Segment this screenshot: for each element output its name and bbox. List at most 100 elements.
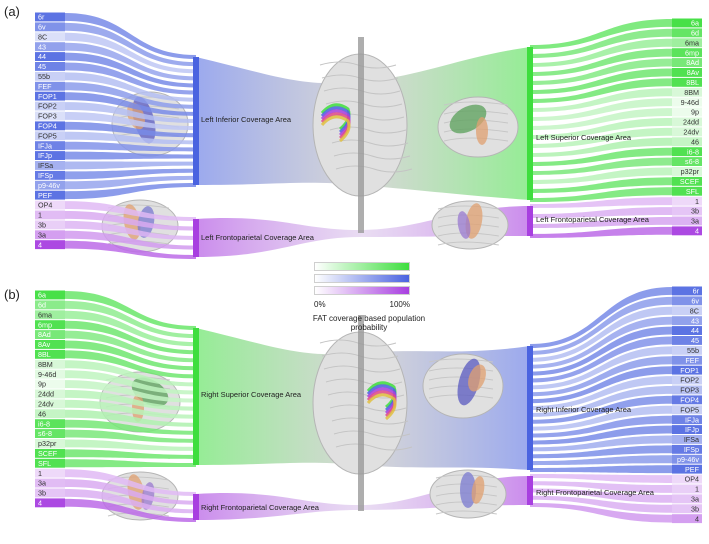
- region-ribbon: [65, 230, 196, 250]
- region-label-box: [672, 226, 702, 236]
- region-label: 8BL: [38, 350, 51, 359]
- tract-overlay: [457, 211, 471, 239]
- frontoparietal-coverage-flow: [196, 476, 530, 520]
- region-label-box: [672, 107, 702, 117]
- region-label: 6v: [691, 297, 699, 306]
- region-label: FOP5: [680, 405, 699, 414]
- region-ribbon: [530, 147, 672, 166]
- region-ribbon: [530, 226, 672, 238]
- region-label-box: [672, 18, 702, 28]
- region-ribbon: [530, 306, 672, 362]
- region-label-box: [35, 389, 65, 399]
- region-label: 6mp: [38, 320, 52, 329]
- region-label-box: [35, 349, 65, 359]
- region-ribbon: [530, 503, 672, 523]
- region-ribbon: [530, 98, 672, 121]
- region-label: IFJa: [38, 141, 52, 150]
- region-ribbon: [65, 380, 196, 403]
- region-ribbon: [530, 197, 672, 208]
- brain-gyrus-line: [428, 367, 494, 372]
- region-label: 6d: [691, 29, 699, 38]
- region-label-box: [35, 399, 65, 409]
- region-label-box: [35, 359, 65, 369]
- brain-gyrus-line: [331, 417, 409, 425]
- region-label-box: [35, 12, 65, 22]
- region-label: 3b: [38, 489, 46, 498]
- region-ribbon: [530, 425, 672, 445]
- region-ribbon: [530, 435, 672, 452]
- region-ribbon: [530, 336, 672, 383]
- region-ribbon: [65, 489, 196, 514]
- region-label: p32pr: [681, 167, 700, 176]
- region-label: p9-46v: [677, 455, 699, 464]
- right-sub-area-label: Right Frontoparietal Coverage Area: [536, 488, 655, 497]
- region-label-box: [672, 117, 702, 127]
- frontoparietal-coverage-bar: [527, 206, 533, 236]
- region-label: 24dd: [38, 390, 54, 399]
- region-label-box: [672, 196, 702, 206]
- region-label-box: [672, 38, 702, 48]
- region-label: IFSp: [684, 445, 699, 454]
- region-label-box: [672, 87, 702, 97]
- region-label-box: [35, 458, 65, 468]
- region-label-box: [35, 161, 65, 170]
- region-label-box: [35, 498, 65, 508]
- region-ribbon: [65, 183, 196, 200]
- tract-overlay: [471, 476, 485, 504]
- region-label: 6r: [693, 287, 700, 296]
- tract-streamline: [320, 115, 351, 143]
- region-label-box: [672, 77, 702, 87]
- brain-gyrus-line: [335, 165, 413, 173]
- region-ribbon: [65, 161, 196, 170]
- region-label-box: [672, 484, 702, 494]
- region-ribbon: [530, 488, 672, 503]
- region-ribbon: [65, 370, 196, 395]
- region-label-box: [672, 58, 702, 67]
- region-ribbon: [65, 220, 196, 240]
- tract-streamline: [320, 112, 351, 140]
- region-label: FOP1: [680, 366, 699, 375]
- region-label-box: [672, 514, 702, 524]
- region-label: 4: [695, 227, 699, 236]
- region-ribbon: [65, 72, 196, 102]
- region-ribbon: [65, 399, 196, 419]
- region-label: 1: [38, 469, 42, 478]
- colorbar-purple: [314, 286, 410, 295]
- region-ribbon: [65, 469, 196, 496]
- region-ribbon: [530, 474, 672, 483]
- region-ribbon: [65, 479, 196, 505]
- region-ribbon: [65, 330, 196, 363]
- region-label-box: [35, 419, 65, 429]
- colorbar-green: [314, 262, 410, 271]
- region-label-box: [672, 464, 702, 474]
- region-label: 55b: [38, 72, 50, 81]
- region-ribbon: [65, 498, 196, 522]
- region-label-box: [672, 68, 702, 77]
- region-label: 44: [691, 326, 699, 335]
- tract-streamline: [320, 103, 351, 131]
- region-label: 45: [691, 336, 699, 345]
- region-ribbon: [530, 415, 672, 438]
- region-ribbon: [530, 395, 672, 424]
- region-label: IFSa: [38, 161, 53, 170]
- region-label: 8C: [690, 306, 699, 315]
- region-ribbon: [530, 157, 672, 175]
- region-label-box: [35, 101, 65, 111]
- region-label: 24dv: [38, 400, 54, 409]
- region-ribbon: [65, 291, 196, 330]
- region-label-box: [672, 415, 702, 425]
- region-label: 6a: [38, 291, 46, 300]
- region-ribbon: [530, 28, 672, 58]
- region-label-box: [35, 210, 65, 220]
- region-label: 3a: [38, 230, 46, 239]
- tract-streamline: [366, 381, 397, 409]
- region-label-box: [672, 316, 702, 326]
- region-label: 24dv: [683, 128, 699, 137]
- region-label: FOP3: [38, 112, 57, 121]
- region-ribbon: [65, 310, 196, 347]
- region-label: 8Av: [38, 340, 51, 349]
- region-label: 6v: [38, 23, 46, 32]
- region-ribbon: [530, 316, 672, 369]
- region-label: FOP2: [38, 102, 57, 111]
